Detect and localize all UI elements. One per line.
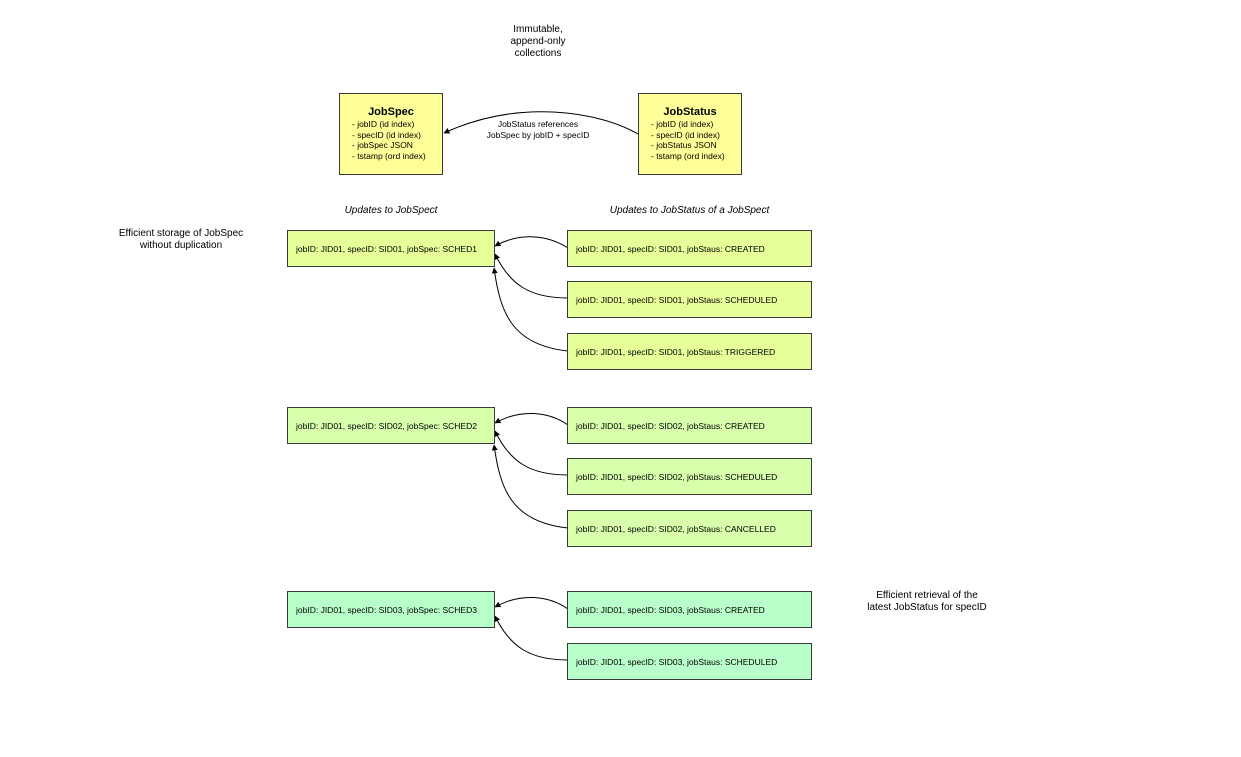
jobspec-record: jobID: JID01, specID: SID02, jobSpec: SC… [287, 407, 495, 444]
status-to-spec-arrow [491, 444, 569, 529]
status-to-spec-arrow [494, 413, 569, 426]
jobstatus-record: jobID: JID01, specID: SID02, jobStaus: C… [567, 407, 812, 444]
reference-arrow [443, 111, 639, 135]
jobstatus-record: jobID: JID01, specID: SID01, jobStaus: S… [567, 281, 812, 318]
entity-field: - jobID (id index) [651, 119, 714, 129]
entity-field: - tstamp (ord index) [651, 150, 725, 161]
jobspec-record: jobID: JID01, specID: SID01, jobSpec: SC… [287, 230, 495, 267]
entity-field: - tstamp (ord index) [352, 150, 426, 161]
jobspec-entity: JobSpec - jobID (id index) - specID (id … [339, 93, 443, 175]
spec-updates-caption: Updates to JobSpect [344, 205, 438, 216]
storage-note: Efficient storage of JobSpec without dup… [118, 228, 244, 251]
jobstatus-entity: JobStatus - jobID (id index) - specID (i… [638, 93, 742, 175]
jobspec-record: jobID: JID01, specID: SID03, jobSpec: SC… [287, 591, 495, 628]
status-to-spec-arrow [494, 430, 569, 476]
jobstatus-title: JobStatus [663, 106, 717, 118]
jobstatus-record: jobID: JID01, specID: SID01, jobStaus: C… [567, 230, 812, 267]
jobstatus-record: jobID: JID01, specID: SID02, jobStaus: S… [567, 458, 812, 495]
entity-field: - specID (id index) [651, 129, 720, 140]
status-to-spec-arrow [491, 267, 569, 352]
status-to-spec-arrow [494, 597, 569, 610]
immutable-note: Immutable, append-only collections [510, 24, 566, 59]
entity-field: - specID (id index) [352, 129, 421, 140]
status-updates-caption: Updates to JobStatus of a JobSpect [609, 205, 770, 216]
entity-field: - jobID (id index) [352, 119, 415, 129]
reference-label: JobStatus references JobSpec by jobID + … [486, 119, 590, 140]
entity-field: - jobStatus JSON [651, 140, 717, 150]
jobstatus-record: jobID: JID01, specID: SID02, jobStaus: C… [567, 510, 812, 547]
status-to-spec-arrow [494, 253, 569, 299]
jobstatus-record: jobID: JID01, specID: SID03, jobStaus: C… [567, 591, 812, 628]
retrieval-note: Efficient retrieval of the latest JobSta… [867, 590, 987, 613]
jobspec-title: JobSpec [368, 106, 414, 118]
status-to-spec-arrow [494, 615, 569, 661]
entity-field: - jobSpec JSON [352, 140, 413, 150]
jobstatus-record: jobID: JID01, specID: SID01, jobStaus: T… [567, 333, 812, 370]
status-to-spec-arrow [494, 236, 569, 249]
jobstatus-record: jobID: JID01, specID: SID03, jobStaus: S… [567, 643, 812, 680]
